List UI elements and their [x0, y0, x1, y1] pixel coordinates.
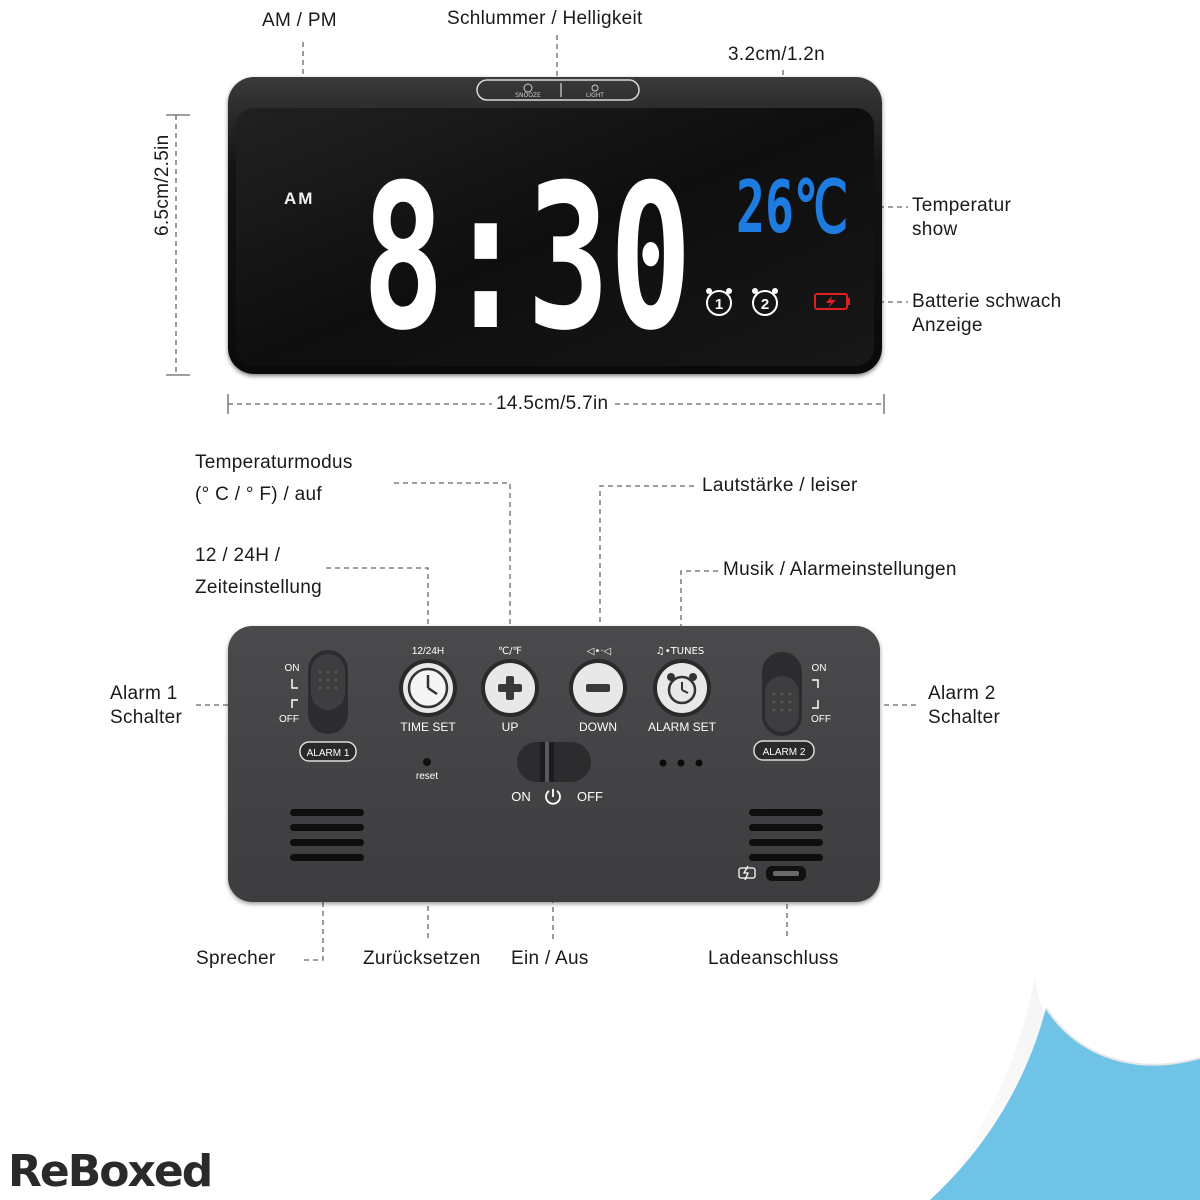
svg-text:1: 1 [715, 296, 723, 313]
speaker-label: Sprecher [196, 948, 276, 969]
time-display: 8:30 [362, 142, 692, 375]
alarm2-tag-text: ALARM 2 [763, 747, 806, 758]
power-icon [545, 789, 561, 805]
battery-low-icon [814, 293, 850, 310]
depth-label: 3.2cm/1.2n [728, 44, 825, 65]
reset-label: Zurücksetzen [363, 948, 481, 969]
up-caption: UP [502, 720, 519, 734]
alarm-1-switch[interactable] [308, 650, 348, 734]
alarm-2-switch[interactable] [762, 652, 802, 736]
power-on-text: ON [511, 789, 531, 804]
front-display: SNOOZE LIGHT AM 8:30 26℃ 1 2 [236, 79, 874, 375]
battery-label-1: Batterie schwach [912, 291, 1062, 312]
alarm1-label-1: Alarm 1 [110, 683, 178, 704]
reset-pinhole[interactable] [423, 758, 431, 766]
music-label: Musik / Alarmeinstellungen [723, 559, 957, 580]
snooze-light-label: Schlummer / Helligkeit [447, 8, 643, 29]
alarm-2-indicator-icon: 2 [752, 288, 778, 316]
width-label: 14.5cm/5.7in [492, 389, 613, 419]
temp-mode-label-1: Temperaturmodus [195, 452, 353, 473]
alarm1-tag-icon [299, 741, 357, 762]
alarm-set-caption: ALARM SET [648, 720, 717, 734]
power-switch[interactable] [517, 742, 591, 782]
usb-charge-port[interactable] [766, 866, 806, 881]
power-off-text: OFF [577, 789, 603, 804]
temp-mode-label-2: (° C / ° F) / auf [195, 484, 322, 505]
hour-mode-label-1: 12 / 24H / [195, 545, 281, 566]
alarm1-off-text: OFF [279, 714, 299, 725]
snooze-label: SNOOZE [515, 92, 541, 99]
alarm2-label-1: Alarm 2 [928, 683, 996, 704]
btn-1224-caption: 12/24H [412, 646, 444, 657]
reset-caption: reset [416, 771, 438, 782]
brand-logo: ReBoxed [8, 1146, 213, 1197]
charge-port-label: Ladeanschluss [708, 948, 839, 969]
alarm1-tag-text: ALARM 1 [307, 748, 350, 759]
alarm2-on-text: ON [812, 663, 827, 674]
time-set-button[interactable] [399, 659, 457, 717]
down-caption: DOWN [579, 720, 617, 734]
battery-label-2: Anzeige [912, 315, 983, 336]
alarm2-tag-icon [753, 740, 815, 761]
charge-icon [738, 865, 756, 881]
volume-label: Lautstärke / leiser [702, 475, 858, 496]
btn-vol-caption: ◁•·◁ [587, 646, 612, 657]
speaker-grill-left [290, 809, 364, 861]
temp-show-label-2: show [912, 219, 958, 240]
speaker-grill-right [749, 809, 823, 861]
alarm2-label-2: Schalter [928, 707, 1001, 728]
am-indicator: AM [284, 189, 314, 208]
up-button[interactable] [481, 659, 539, 717]
hour-mode-label-2: Zeiteinstellung [195, 577, 323, 598]
alarm1-label-2: Schalter [110, 707, 183, 728]
alarm-set-button[interactable] [653, 659, 711, 717]
time-set-caption: TIME SET [400, 720, 456, 734]
alarm1-on-text: ON [285, 663, 300, 674]
svg-text:2: 2 [761, 296, 769, 313]
ampm-label: AM / PM [262, 10, 337, 31]
alarm-1-indicator-icon: 1 [706, 288, 732, 316]
btn-tunes-caption: ♫•TUNES [656, 646, 704, 657]
alarm2-off-text: OFF [811, 714, 831, 725]
power-label: Ein / Aus [511, 948, 589, 969]
btn-cf-caption: ℃/℉ [498, 646, 522, 657]
light-label: LIGHT [586, 92, 604, 99]
down-button[interactable] [569, 659, 627, 717]
led-dots [659, 759, 703, 767]
temp-show-label-1: Temperatur [912, 195, 1012, 216]
temperature-display: 26℃ [736, 165, 848, 249]
